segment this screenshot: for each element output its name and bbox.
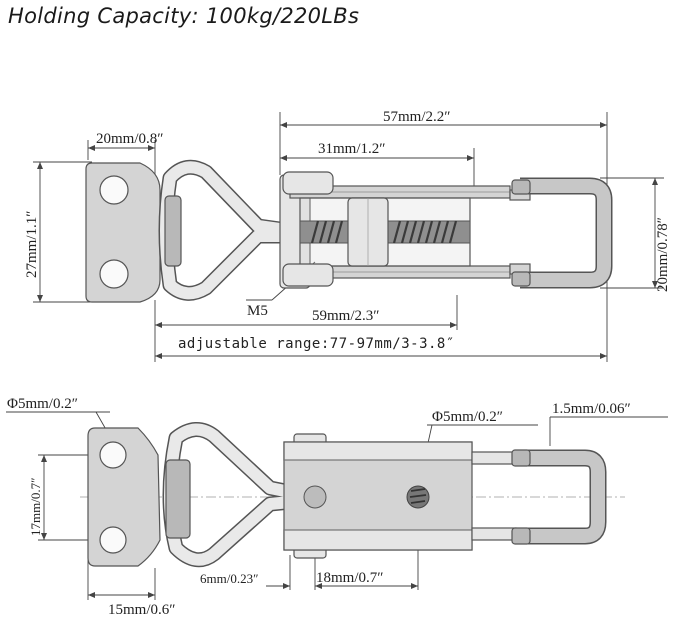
- left-hole-diameter-label: Φ5mm/0.2″: [7, 396, 78, 412]
- top-wire-loop: [158, 159, 302, 301]
- screw-size-label: M5: [247, 303, 268, 319]
- top-plate-hole: [99, 259, 129, 289]
- side-pivot-hole: [303, 485, 327, 509]
- lever-length-label: 59mm/2.3″: [312, 308, 380, 324]
- side-plate-hole: [99, 441, 127, 469]
- adjustable-range-label: adjustable range:77-97mm/3-3.8″: [178, 336, 455, 352]
- top-plate-hole: [99, 175, 129, 205]
- plate-height-label: 27mm/1.1″: [24, 211, 40, 279]
- side-u-hook: [471, 449, 607, 545]
- hook-length-label: 31mm/1.2″: [318, 141, 386, 157]
- wire-thickness-label: 1.5mm/0.06″: [552, 401, 631, 417]
- side-wire-loop: [162, 422, 298, 568]
- top-view: 57mm/2.2″ 31mm/1.2″ 20mm/0.8″ 27mm/1.1″ …: [24, 109, 671, 362]
- side-view: Φ5mm/0.2″ Φ5mm/0.2″ 1.5mm/0.06″ 17mm/0.7…: [6, 396, 668, 618]
- plate-offset-label: 15mm/0.6″: [108, 602, 176, 618]
- top-u-hook: [509, 177, 613, 289]
- holding-capacity-title: Holding Capacity: 100kg/220LBs: [8, 4, 360, 28]
- medium-offset-label: 18mm/0.7″: [316, 570, 384, 586]
- side-plate-hole: [99, 526, 127, 554]
- right-hole-diameter-label: Φ5mm/0.2″: [432, 409, 503, 425]
- side-main-body: [283, 433, 473, 559]
- overall-length-label: 57mm/2.2″: [383, 109, 451, 125]
- plate-width-label: 20mm/0.8″: [96, 131, 164, 147]
- hook-height-label: 20mm/0.78″: [655, 217, 671, 292]
- top-main-body: [279, 171, 511, 289]
- small-offset-label: 6mm/0.23″: [200, 571, 259, 586]
- hole-spacing-label: 17mm/0.7″: [28, 478, 43, 537]
